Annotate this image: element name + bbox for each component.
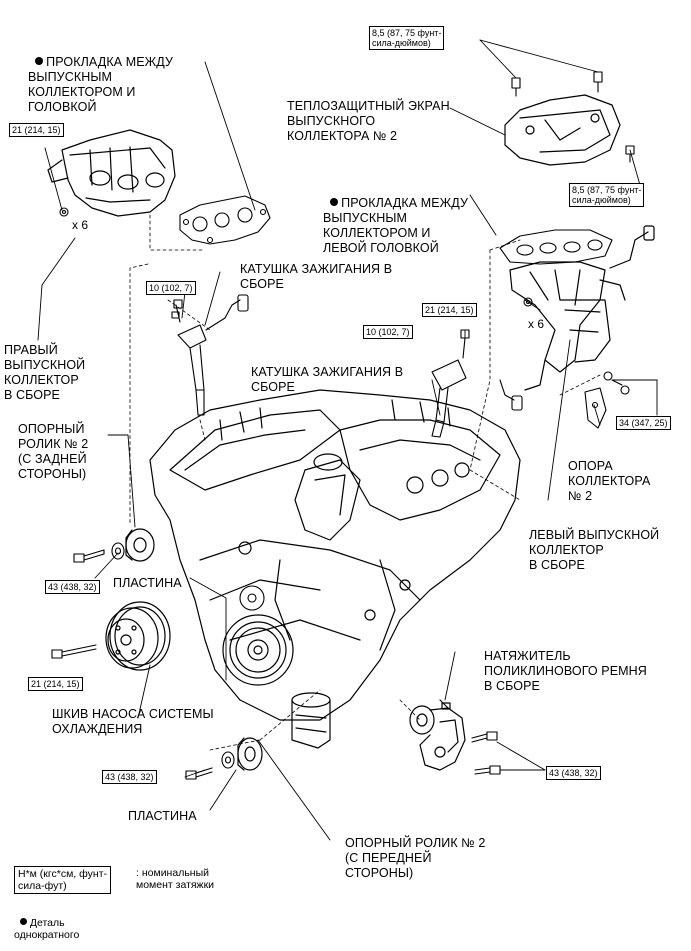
legend-torque-description: : номинальный момент затяжки bbox=[136, 867, 215, 891]
ignition-coil-1 bbox=[173, 294, 249, 416]
label-tensioner: НАТЯЖИТЕЛЬ ПОЛИКЛИНОВОГО РЕМНЯ В СБОРЕ bbox=[484, 649, 647, 693]
quantity-left-nuts: x 6 bbox=[528, 317, 545, 331]
right-exhaust-manifold bbox=[47, 129, 176, 217]
torque-tensioner: 43 (438, 32) bbox=[546, 766, 601, 780]
belt-tensioner bbox=[409, 699, 466, 771]
torque-pulley: 21 (214, 15) bbox=[28, 677, 83, 691]
torque-left-manifold: 21 (214, 15) bbox=[422, 303, 477, 317]
legend-one-time: Деталь однократного bbox=[14, 917, 80, 941]
left-gasket bbox=[499, 229, 613, 265]
label-gasket-left: ПРОКЛАДКА МЕЖДУ ВЫПУСКНЫМ КОЛЛЕКТОРОМ И … bbox=[323, 196, 469, 255]
ignition-coil-2 bbox=[431, 329, 523, 438]
torque-coil-1: 10 (102, 7) bbox=[146, 281, 196, 295]
one-time-use-marker bbox=[35, 57, 44, 65]
dashed-guides bbox=[129, 214, 601, 751]
heat-shield bbox=[504, 94, 621, 166]
idler-front bbox=[237, 737, 263, 771]
label-ignition-coil-1: КАТУШКА ЗАЖИГАНИЯ В СБОРЕ bbox=[240, 262, 393, 291]
idler-rear bbox=[125, 528, 155, 562]
torque-idler-front: 43 (438, 32) bbox=[102, 770, 157, 784]
label-gasket-right: ПРОКЛАДКА МЕЖДУ ВЫПУСКНЫМ КОЛЛЕКТОРОМ И … bbox=[28, 55, 174, 114]
one-time-use-marker bbox=[19, 918, 27, 925]
label-left-manifold: ЛЕВЫЙ ВЫПУСКНОЙ КОЛЛЕКТОР В СБОРЕ bbox=[529, 528, 660, 572]
plate-front bbox=[221, 751, 235, 769]
tensioner-bolts bbox=[471, 731, 501, 775]
label-idler-front: ОПОРНЫЙ РОЛИК № 2 (С ПЕРЕДНЕЙ СТОРОНЫ) bbox=[345, 836, 486, 880]
label-manifold-support: ОПОРА КОЛЛЕКТОРА № 2 bbox=[568, 459, 651, 503]
pulley-bolt bbox=[51, 644, 97, 659]
engine-block bbox=[149, 389, 521, 749]
label-heat-shield: ТЕПЛОЗАЩИТНЫЙ ЭКРАН ВЫПУСКНОГО КОЛЛЕКТОР… bbox=[287, 99, 450, 143]
torque-right-manifold: 21 (214, 15) bbox=[9, 123, 64, 137]
left-manifold-nut bbox=[523, 297, 533, 307]
water-pump-pulley bbox=[105, 601, 171, 671]
right-manifold-nut bbox=[59, 207, 69, 217]
label-plate-2: ПЛАСТИНА bbox=[128, 809, 197, 823]
right-gasket bbox=[179, 195, 271, 245]
engine-idler bbox=[239, 585, 265, 611]
torque-heat-shield-right: 8,5 (87, 75 фунт- сила-дюймов) bbox=[569, 183, 645, 207]
torque-plate-rear: 43 (438, 32) bbox=[45, 580, 100, 594]
bolt-rear bbox=[73, 549, 105, 563]
legend-torque-unit: Н*м (кгс*см, фунт- сила-фут) bbox=[14, 866, 112, 894]
manifold-support bbox=[584, 371, 630, 429]
crank-pulley bbox=[222, 614, 294, 686]
coil-bolt-1 bbox=[171, 311, 180, 319]
label-plate-1: ПЛАСТИНА bbox=[113, 576, 182, 590]
label-water-pump-pulley: ШКИВ НАСОСА СИСТЕМЫ ОХЛАЖДЕНИЯ bbox=[52, 707, 214, 736]
one-time-use-marker bbox=[330, 198, 339, 206]
torque-manifold-support: 34 (347, 25) bbox=[616, 416, 671, 430]
left-exhaust-manifold bbox=[509, 225, 655, 391]
plate-rear bbox=[111, 542, 125, 560]
bolt-front bbox=[185, 767, 213, 780]
label-right-manifold: ПРАВЫЙ ВЫПУСКНОЙ КОЛЛЕКТОР В СБОРЕ bbox=[4, 343, 86, 402]
heat-shield-bolts bbox=[511, 71, 635, 163]
quantity-right-nuts: x 6 bbox=[72, 218, 89, 232]
torque-heat-shield-top: 8,5 (87, 75 фунт- сила-дюймов) bbox=[369, 26, 445, 50]
label-ignition-coil-2: КАТУШКА ЗАЖИГАНИЯ В СБОРЕ bbox=[251, 365, 404, 394]
label-idler-rear: ОПОРНЫЙ РОЛИК № 2 (С ЗАДНЕЙ СТОРОНЫ) bbox=[18, 422, 89, 481]
torque-coil-2: 10 (102, 7) bbox=[363, 325, 413, 339]
